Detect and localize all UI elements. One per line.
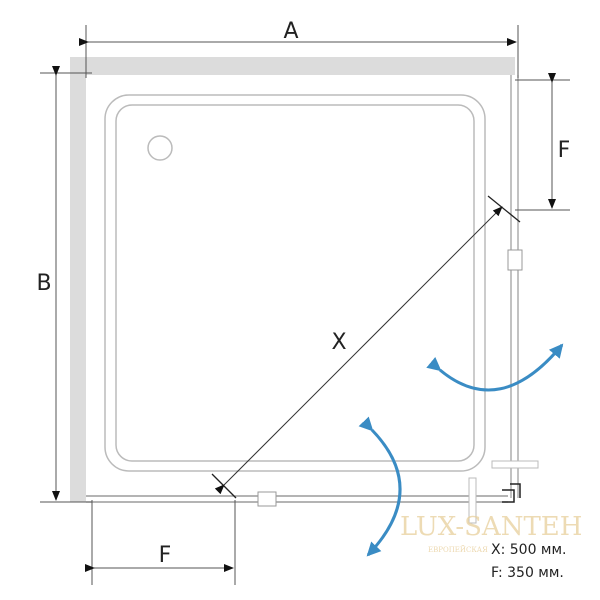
dimension-b-label: B bbox=[36, 271, 51, 296]
swing-arrow-bottom-door bbox=[358, 416, 402, 557]
dimension-a-label: A bbox=[283, 19, 298, 44]
wall-top bbox=[70, 57, 515, 75]
watermark-subtitle: ЕВРОПЕЙСКАЯ bbox=[428, 545, 488, 554]
watermark-brand: LUX-SANTEH bbox=[400, 512, 582, 542]
wall-left bbox=[70, 57, 86, 502]
shower-tray-inner bbox=[115, 104, 475, 462]
dimension-a: A bbox=[79, 19, 519, 78]
dimension-x-label: X bbox=[331, 330, 346, 355]
dimension-f-bottom: F bbox=[85, 500, 236, 585]
drain-icon bbox=[147, 135, 173, 161]
dimension-f-bottom-label: F bbox=[159, 543, 172, 568]
glass-right bbox=[491, 75, 539, 498]
dimension-f-right-label: F bbox=[558, 138, 571, 163]
spec-x: X: 500 мм. bbox=[491, 542, 567, 558]
swing-arrow-right-door bbox=[426, 343, 564, 392]
dimension-x: X bbox=[211, 195, 521, 499]
dimension-f-right: F bbox=[515, 73, 571, 211]
spec-f: F: 350 мм. bbox=[491, 565, 564, 581]
dimension-b: B bbox=[36, 66, 92, 503]
glass-bottom bbox=[86, 477, 521, 524]
